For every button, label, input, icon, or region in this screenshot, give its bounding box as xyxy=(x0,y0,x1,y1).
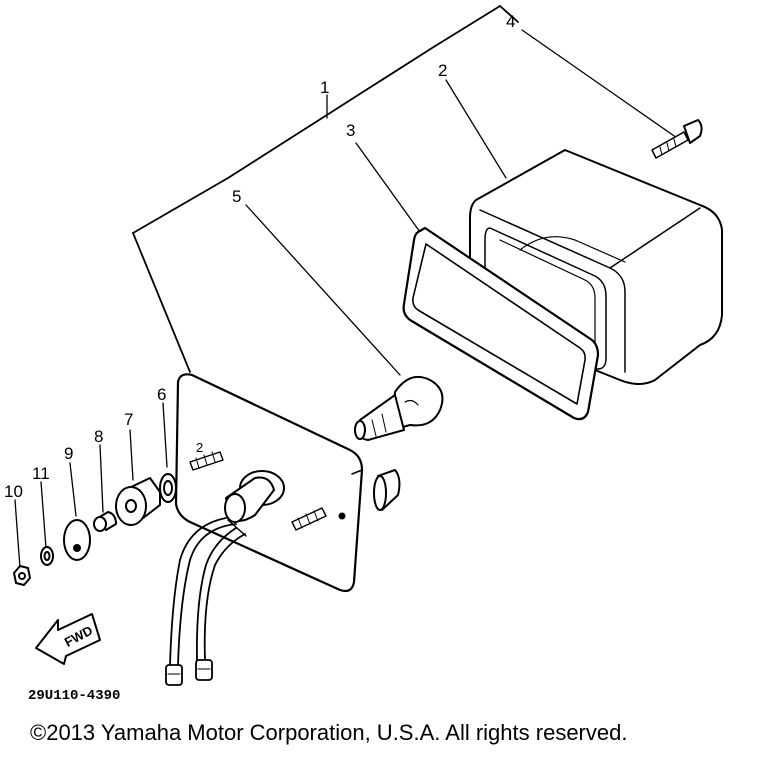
callout-8: 8 xyxy=(94,427,103,446)
leader-lines xyxy=(14,29,681,569)
washer-6 xyxy=(159,473,177,503)
callout-3: 3 xyxy=(346,121,355,140)
callout-5: 5 xyxy=(232,187,241,206)
callout-10: 10 xyxy=(4,482,23,501)
bulb xyxy=(354,376,444,441)
copyright-notice: ©2013 Yamaha Motor Corporation, U.S.A. A… xyxy=(30,720,628,745)
callout-6: 6 xyxy=(157,385,166,404)
forward-direction-arrow: FWD xyxy=(35,613,101,665)
socket-mark: 2 xyxy=(196,440,203,455)
callout-7: 7 xyxy=(124,410,133,429)
drawing-code: 29U110-4390 xyxy=(28,688,120,704)
callout-2: 2 xyxy=(438,61,447,80)
assembly-bracket-lines xyxy=(132,5,519,373)
lock-washer-11 xyxy=(40,546,54,566)
callout-4: 4 xyxy=(506,12,515,31)
callout-11: 11 xyxy=(32,464,50,483)
grommet-7 xyxy=(115,477,161,526)
callout-1: 1 xyxy=(320,78,329,97)
nut-10 xyxy=(13,565,31,586)
collar-8 xyxy=(93,511,117,532)
base-plate xyxy=(174,373,401,593)
screw xyxy=(651,119,703,159)
callout-9: 9 xyxy=(64,444,73,463)
plate-washer-9 xyxy=(63,519,91,561)
wire-harness xyxy=(165,517,246,686)
gasket xyxy=(402,226,600,421)
